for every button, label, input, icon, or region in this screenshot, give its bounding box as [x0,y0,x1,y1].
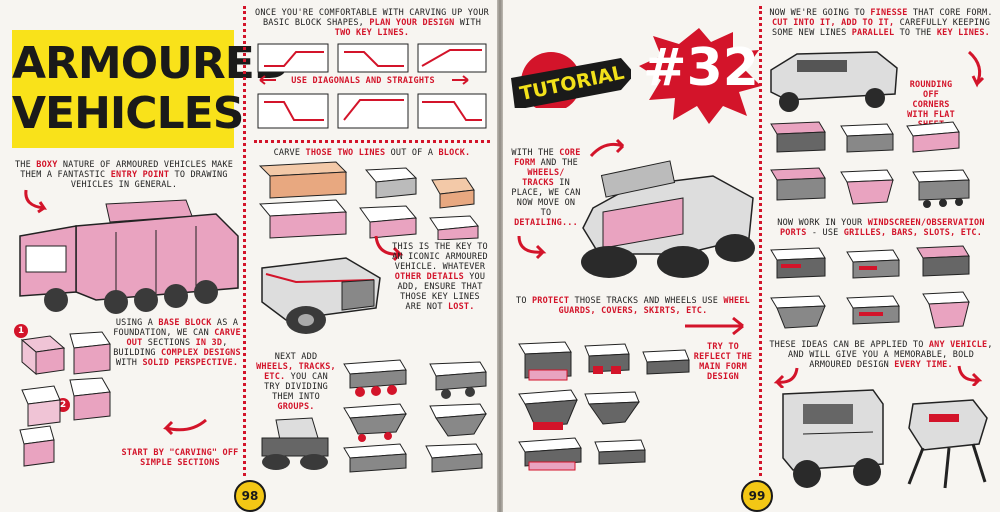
reflect-text: TRY TO REFLECT THE MAIN FORM DESIGN [693,342,753,382]
rounded-vehicle-sketch [770,51,898,112]
dotted-divider [759,6,762,476]
carved-blocks-sketch [258,161,479,240]
double-arrow-icon [452,75,469,85]
protect-text: TO PROTECT THOSE TRACKS AND WHEELS USE W… [516,296,750,316]
title-box: ARMOURED VEHICLES [12,30,290,148]
page-number-98: 98 [234,480,266,512]
base-block-text: USING A BASE BLOCK AS A FOUNDATION, WE C… [113,318,241,368]
hover-vehicle-sketch [261,257,381,334]
curved-arrow-icon [24,189,48,214]
block-steps-sketch [19,331,111,467]
tutorial-banner [511,52,631,108]
diagonals-text: USE DIAGONALS AND STRAIGHTS [291,76,435,86]
page-number-99: 99 [741,480,773,512]
key-lines-sketch [257,43,487,129]
carving-up-text: ONCE YOU'RE COMFORTABLE WITH CARVING UP … [255,8,489,38]
book-gutter [497,0,503,512]
step-1-marker: 1 [14,324,28,338]
windscreen-text: NOW WORK IN YOUR WINDSCREEN/OBSERVATION … [777,218,985,238]
title-line-2: VEHICLES [12,88,244,139]
curved-arrow-icon [967,50,985,88]
finesse-text: NOW WE'RE GOING TO FINESSE THAT CORE FOR… [769,8,993,38]
applied-text: THESE IDEAS CAN BE APPLIED TO ANY VEHICL… [769,340,993,370]
next-add-text: NEXT ADD WHEELS, TRACKS, ETC. YOU CAN TR… [256,352,336,412]
double-arrow-icon [259,75,276,85]
final-vehicles-sketch [782,389,988,489]
curved-arrow-icon [163,418,207,436]
curved-arrow-icon [773,367,799,388]
curved-arrow-icon [374,235,404,262]
tutorial-number: #32 [643,38,759,98]
tutorial-number-burst [639,28,761,124]
tracked-vehicle-sketch [261,417,329,470]
arrow-icon [685,316,744,336]
start-carving-text: START BY "CARVING" OFF SIMPLE SECTIONS [121,448,239,468]
curved-arrow-icon [517,235,547,260]
intro-text: THE BOXY NATURE OF ARMOURED VEHICLES MAK… [14,160,234,190]
title-line-1: ARMOURED [12,38,290,89]
curved-arrow-icon [589,138,625,158]
dotted-divider [254,140,490,143]
finessed-blocks-sketch [770,121,970,208]
wheeled-blocks-sketch [343,359,487,473]
carve-two-text: CARVE THOSE TWO LINES OUT OF A BLOCK. [273,148,471,158]
guarded-blocks-sketch [518,341,690,471]
left-page: ARMOURED VEHICLES THE BOXY NATURE OF ARM… [0,0,497,512]
dotted-divider [243,6,246,476]
armoured-truck-sketch [19,199,239,314]
right-page: TUTORIAL #32 WITH THE CORE FORM AND THE … [503,0,1000,512]
windscreen-blocks-sketch [770,245,970,329]
key-text: THIS IS THE KEY TO AN ICONIC ARMOURED VE… [392,242,488,312]
curved-arrow-icon [957,365,983,386]
core-form-text: WITH THE CORE FORM AND THE WHEELS/ TRACK… [511,148,581,228]
tank-sketch [581,160,755,278]
